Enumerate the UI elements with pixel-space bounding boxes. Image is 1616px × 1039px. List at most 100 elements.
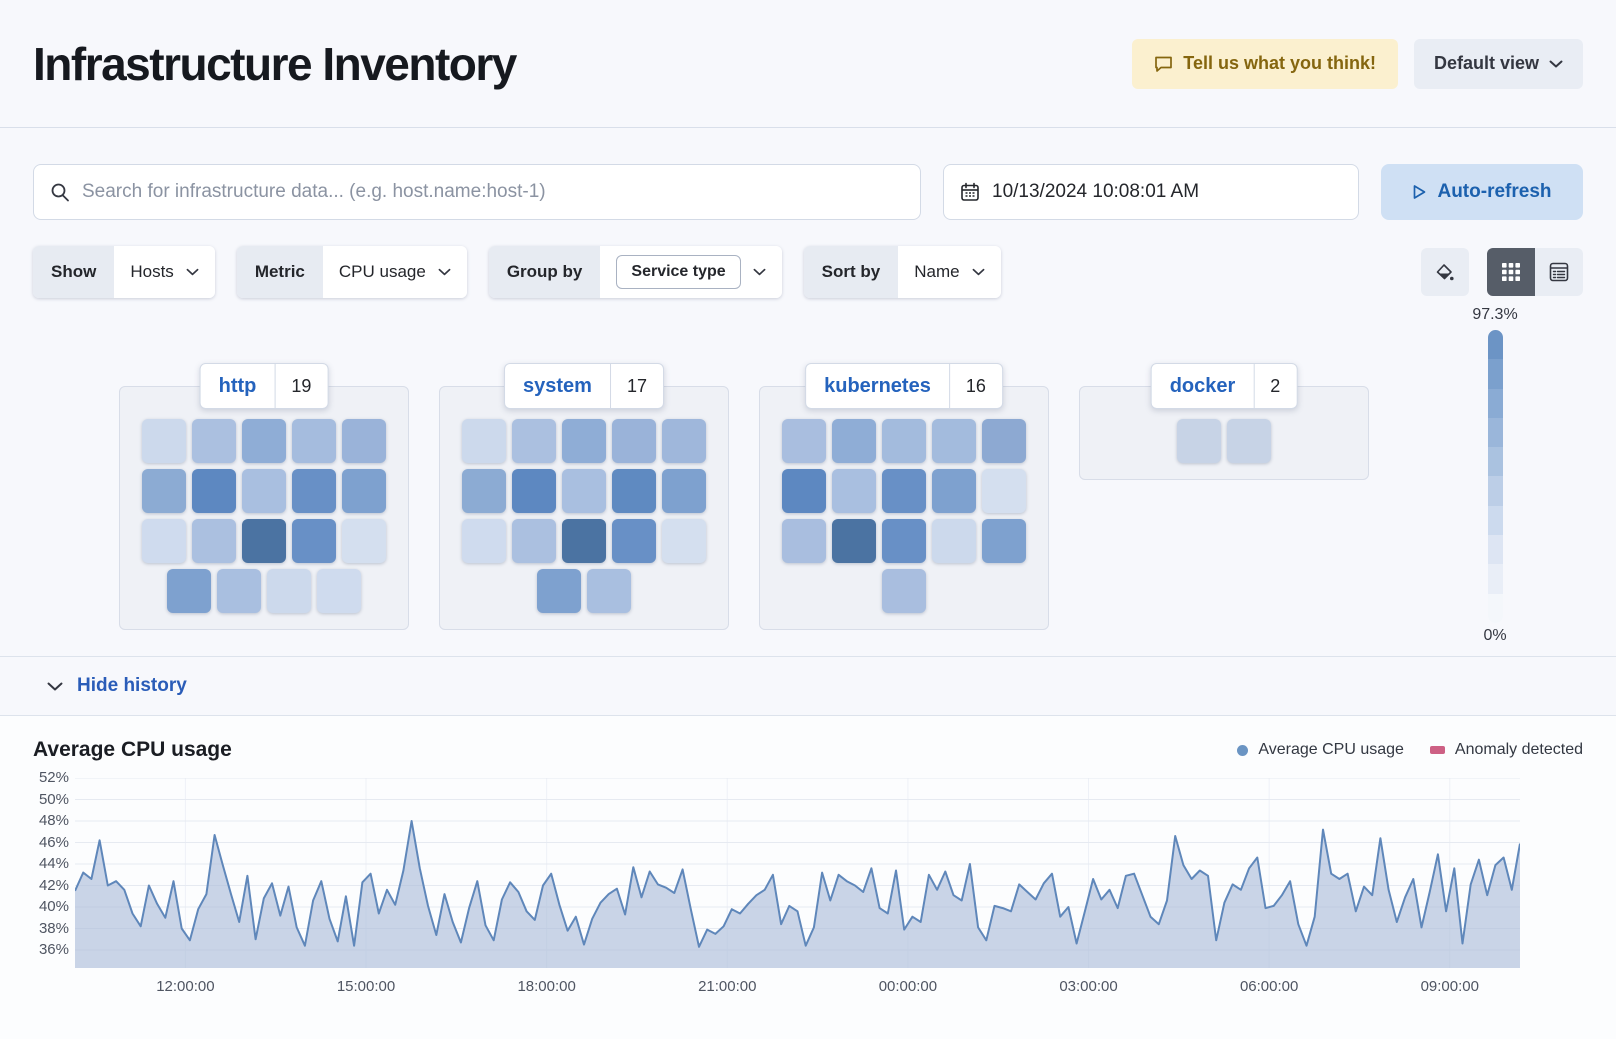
waffle-grid xyxy=(760,419,1048,613)
host-square[interactable] xyxy=(882,569,926,613)
chart-legend: Average CPU usage Anomaly detected xyxy=(1237,741,1583,759)
host-square[interactable] xyxy=(342,419,386,463)
host-square[interactable] xyxy=(142,419,186,463)
group-by-filter[interactable]: Group by Service type xyxy=(488,246,782,298)
host-square[interactable] xyxy=(462,519,506,563)
host-square[interactable] xyxy=(882,419,926,463)
host-square[interactable] xyxy=(462,469,506,513)
host-square[interactable] xyxy=(192,519,236,563)
host-square[interactable] xyxy=(782,419,826,463)
search-input[interactable] xyxy=(82,181,904,203)
host-square[interactable] xyxy=(317,569,361,613)
waffle-grid xyxy=(120,419,408,613)
history-panel: Average CPU usage Average CPU usage Anom… xyxy=(0,716,1616,1039)
hide-history-link[interactable]: Hide history xyxy=(47,675,187,697)
host-square[interactable] xyxy=(562,419,606,463)
host-square[interactable] xyxy=(192,419,236,463)
host-square[interactable] xyxy=(662,469,706,513)
feedback-button[interactable]: Tell us what you think! xyxy=(1132,38,1398,89)
play-icon xyxy=(1412,184,1427,200)
host-square[interactable] xyxy=(292,469,336,513)
host-square[interactable] xyxy=(292,519,336,563)
host-square[interactable] xyxy=(782,469,826,513)
host-square[interactable] xyxy=(192,469,236,513)
chevron-down-icon xyxy=(186,268,199,276)
badge-divider xyxy=(1253,364,1255,408)
host-square[interactable] xyxy=(932,419,976,463)
host-square[interactable] xyxy=(662,419,706,463)
host-square[interactable] xyxy=(932,469,976,513)
y-tick-label: 50% xyxy=(38,790,69,808)
host-square[interactable] xyxy=(1177,419,1221,463)
search-box[interactable] xyxy=(33,164,921,220)
host-square[interactable] xyxy=(832,469,876,513)
host-square[interactable] xyxy=(587,569,631,613)
host-square[interactable] xyxy=(882,519,926,563)
host-square[interactable] xyxy=(832,519,876,563)
host-square[interactable] xyxy=(292,419,336,463)
chevron-down-icon xyxy=(753,268,766,276)
legend-item-anomaly[interactable]: Anomaly detected xyxy=(1429,741,1583,759)
host-square[interactable] xyxy=(142,519,186,563)
host-square[interactable] xyxy=(662,519,706,563)
table-view-button[interactable] xyxy=(1535,248,1583,296)
host-square[interactable] xyxy=(882,469,926,513)
host-square[interactable] xyxy=(342,469,386,513)
x-tick-label: 12:00:00 xyxy=(156,978,215,995)
host-square[interactable] xyxy=(267,569,311,613)
host-square[interactable] xyxy=(982,469,1026,513)
legend-label: Anomaly detected xyxy=(1454,741,1583,758)
host-square[interactable] xyxy=(982,519,1026,563)
host-square[interactable] xyxy=(612,519,656,563)
host-square[interactable] xyxy=(562,469,606,513)
date-value: 10/13/2024 10:08:01 AM xyxy=(992,181,1200,202)
host-square[interactable] xyxy=(537,569,581,613)
host-square[interactable] xyxy=(1227,419,1271,463)
chevron-down-icon xyxy=(438,268,451,276)
grid-view-button[interactable] xyxy=(1487,248,1535,296)
host-square[interactable] xyxy=(242,419,286,463)
view-selector-label: Default view xyxy=(1433,53,1539,73)
host-square[interactable] xyxy=(932,519,976,563)
chart-canvas xyxy=(75,778,1520,968)
page-title: Infrastructure Inventory xyxy=(33,37,517,90)
host-square[interactable] xyxy=(242,469,286,513)
legend-item-avg-cpu[interactable]: Average CPU usage xyxy=(1237,741,1404,759)
host-square[interactable] xyxy=(832,419,876,463)
host-square[interactable] xyxy=(342,519,386,563)
host-square[interactable] xyxy=(512,469,556,513)
group-name: system xyxy=(523,374,592,397)
host-square[interactable] xyxy=(512,419,556,463)
group-count: 17 xyxy=(626,375,647,396)
host-square[interactable] xyxy=(612,469,656,513)
table-icon xyxy=(1549,262,1569,282)
color-palette-button[interactable] xyxy=(1421,248,1469,296)
host-square[interactable] xyxy=(142,469,186,513)
legend-dot-icon xyxy=(1237,744,1249,756)
host-square[interactable] xyxy=(167,569,211,613)
y-tick-label: 48% xyxy=(38,812,69,829)
host-square[interactable] xyxy=(217,569,261,613)
waffle-grid xyxy=(1080,419,1368,463)
host-square[interactable] xyxy=(612,419,656,463)
host-square[interactable] xyxy=(512,519,556,563)
metric-filter[interactable]: Metric CPU usage xyxy=(236,246,467,298)
search-icon xyxy=(50,182,70,202)
group-badge[interactable]: system 17 xyxy=(504,363,664,409)
host-square[interactable] xyxy=(562,519,606,563)
group-count: 19 xyxy=(291,375,312,396)
host-square[interactable] xyxy=(782,519,826,563)
host-square[interactable] xyxy=(982,419,1026,463)
group-by-chip[interactable]: Service type xyxy=(616,255,741,289)
host-square[interactable] xyxy=(242,519,286,563)
date-picker[interactable]: 10/13/2024 10:08:01 AM xyxy=(943,164,1359,220)
host-square[interactable] xyxy=(462,419,506,463)
view-selector-button[interactable]: Default view xyxy=(1413,38,1583,89)
sort-by-filter[interactable]: Sort by Name xyxy=(803,246,1001,298)
show-filter[interactable]: Show Hosts xyxy=(33,246,215,298)
auto-refresh-button[interactable]: Auto-refresh xyxy=(1381,164,1583,220)
